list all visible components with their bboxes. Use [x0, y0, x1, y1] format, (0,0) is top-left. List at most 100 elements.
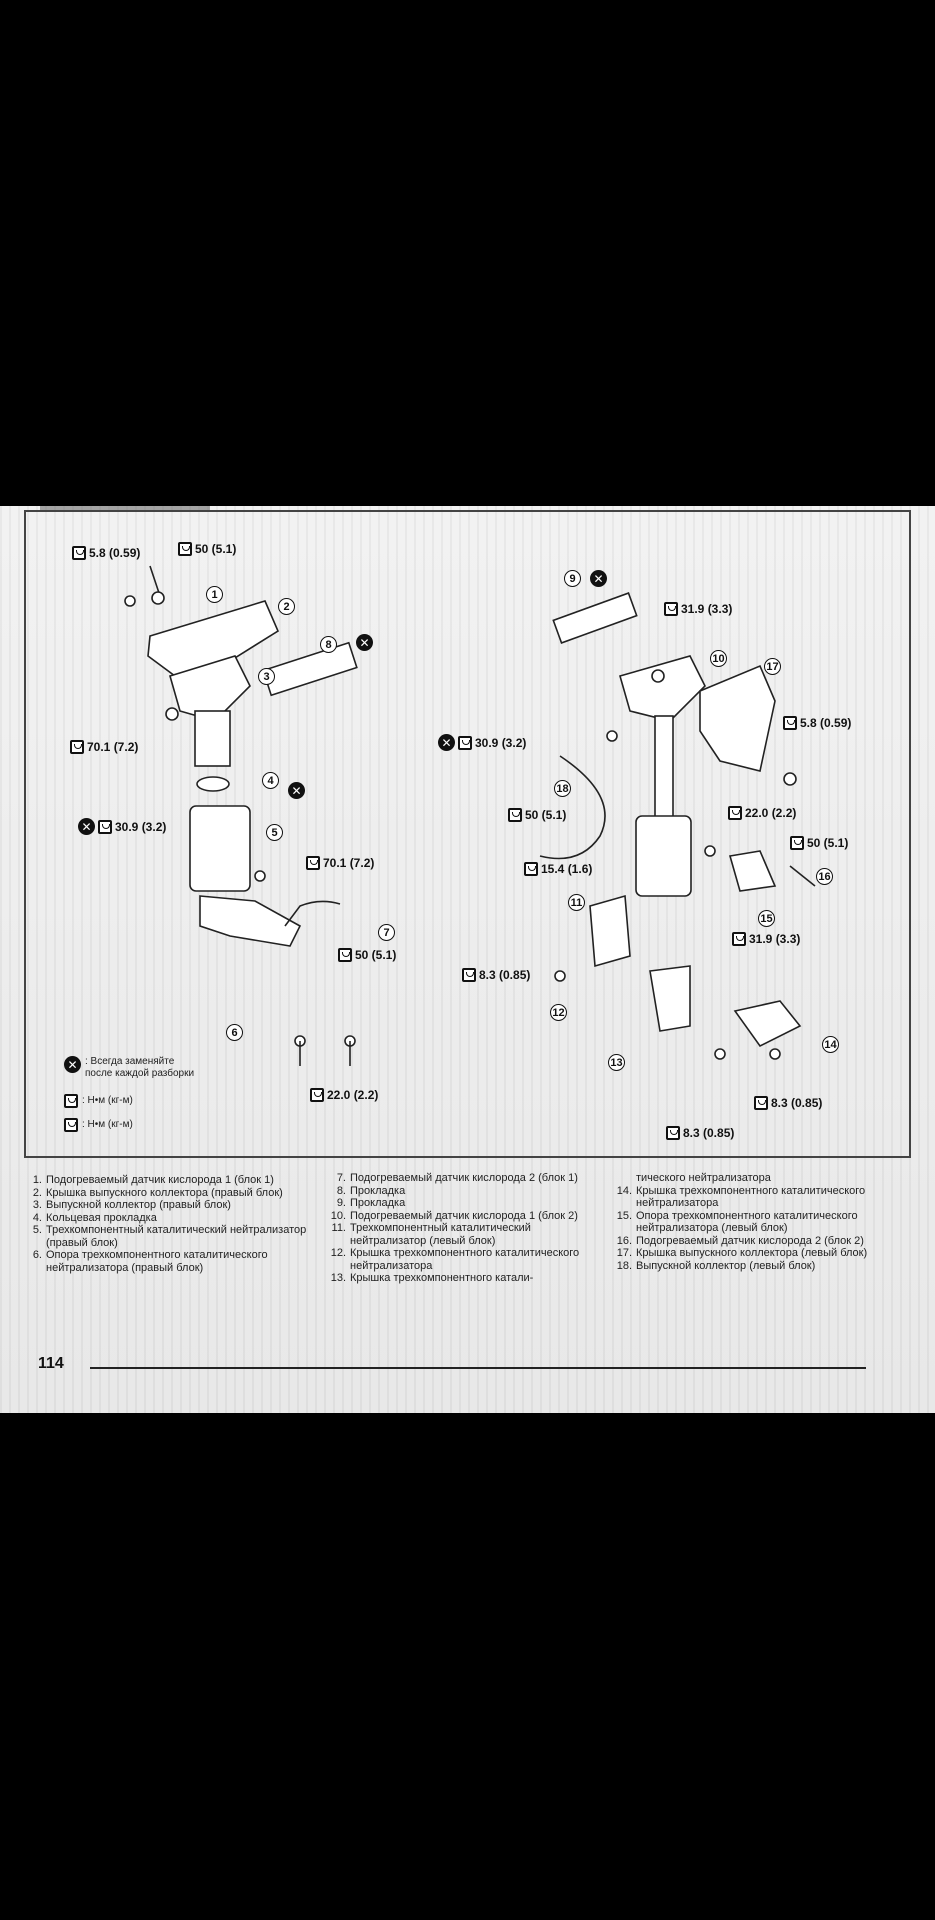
caption-number: 18.	[616, 1259, 632, 1272]
callout-6: 6	[226, 1024, 243, 1041]
caption-item: 1. Подогреваемый датчик кислорода 1 (блок…	[18, 1174, 318, 1187]
callout-14: 14	[822, 1036, 839, 1053]
replace-icon: ✕	[288, 782, 305, 799]
support-15	[728, 850, 777, 892]
torque-icon	[70, 740, 84, 754]
caption-item: 14. Крышка трехкомпонентного каталитическ…	[608, 1185, 878, 1210]
caption-text: Прокладка	[350, 1197, 406, 1209]
torque-label: 22.0 (2.2)	[310, 1088, 378, 1102]
callout-4: 4	[262, 772, 279, 789]
callout-17: 17	[764, 658, 781, 675]
ring-gasket	[196, 776, 230, 792]
torque-icon	[524, 862, 538, 876]
caption-number: 11.	[331, 1222, 346, 1234]
caption-item: 6. Опора трехкомпонентного каталитическог…	[18, 1249, 318, 1274]
caption-text: Подогреваемый датчик кислорода 2 (блок 2…	[636, 1234, 864, 1247]
caption-text: Выпускной коллектор (левый блок)	[636, 1259, 816, 1272]
replace-icon: ✕	[590, 570, 607, 587]
down-pipe-left	[654, 715, 674, 827]
caption-text: Трехкомпонентный каталитический нейтрали…	[46, 1224, 307, 1249]
caption-number	[608, 1172, 636, 1185]
cropped-header-text	[40, 506, 210, 512]
torque-icon	[64, 1094, 78, 1108]
caption-item: 16. Подогреваемый датчик кислорода 2 (бло…	[608, 1235, 878, 1248]
legend-replace: ✕ : Всегда заменяйте после каждой разбор…	[64, 1056, 194, 1080]
caption-number: 14.	[616, 1184, 632, 1197]
caption-text: Подогреваемый датчик кислорода 2 (блок 1…	[350, 1172, 578, 1184]
o2-sensor-2-bank2	[789, 865, 816, 887]
cover-12	[589, 894, 631, 968]
gasket-right	[262, 641, 358, 697]
exhaust-manifold-left	[619, 655, 706, 722]
callout-8: 8	[320, 636, 337, 653]
caption-column-1: 1. Подогреваемый датчик кислорода 1 (блок…	[18, 1174, 318, 1274]
page-number: 114	[38, 1355, 64, 1372]
cat-support-right	[199, 895, 302, 947]
caption-text: Кольцевая прокладка	[46, 1211, 157, 1224]
caption-text: Крышка выпускного коллектора (правый бло…	[46, 1186, 283, 1199]
torque-icon	[732, 932, 746, 946]
torque-label: ✕30.9 (3.2)	[438, 734, 526, 751]
callout-2: 2	[278, 598, 295, 615]
torque-label: 8.3 (0.85)	[462, 968, 530, 982]
caption-item: 15.Опора трехкомпонентного каталитическо…	[608, 1210, 878, 1235]
torque-label: 8.3 (0.85)	[754, 1096, 822, 1110]
caption-number: 9.	[336, 1197, 346, 1209]
replace-icon: ✕	[78, 818, 95, 835]
caption-text: Крышка трехкомпонентного каталитического…	[350, 1247, 580, 1272]
torque-label: 50 (5.1)	[790, 836, 848, 850]
torque-label: 5.8 (0.59)	[783, 716, 851, 730]
torque-label: 70.1 (7.2)	[70, 740, 138, 754]
callout-15: 15	[758, 910, 775, 927]
torque-icon	[72, 546, 86, 560]
catalyst-left	[635, 815, 692, 897]
caption-text: Крышка трехкомпонентного каталитического…	[636, 1184, 866, 1210]
caption-item: 9. Прокладка	[322, 1197, 608, 1210]
document-photo: 5.8 (0.59) 50 (5.1) 70.1 (7.2) ✕30.9 (3.…	[0, 506, 935, 1413]
cover-14	[733, 1000, 802, 1048]
caption-number: 16.	[616, 1234, 632, 1247]
callout-13: 13	[608, 1054, 625, 1071]
torque-icon	[458, 735, 472, 750]
catalyst-right	[189, 805, 251, 892]
footer-rule	[90, 1367, 866, 1369]
o2-sensor-1-bank2	[539, 755, 606, 860]
caption-text: Выпускной коллектор (правый блок)	[46, 1199, 231, 1211]
callout-1: 1	[206, 586, 223, 603]
caption-text: Подогреваемый датчик кислорода 1 (блок 2…	[350, 1209, 578, 1222]
torque-icon	[790, 836, 804, 850]
torque-label: 8.3 (0.85)	[666, 1126, 734, 1140]
callout-5: 5	[266, 824, 283, 841]
replace-icon: ✕	[356, 634, 373, 651]
caption-text: Крышка трехкомпонентного катали-	[350, 1272, 534, 1284]
torque-icon	[754, 1096, 768, 1110]
gasket-left	[552, 592, 638, 644]
torque-icon	[306, 856, 320, 870]
callout-7: 7	[378, 924, 395, 941]
caption-text: Подогреваемый датчик кислорода 1 (блок 1…	[46, 1174, 274, 1186]
caption-item: 3. Выпускной коллектор (правый блок)	[18, 1199, 318, 1212]
caption-number: 7.	[336, 1172, 346, 1184]
caption-number: 15.	[616, 1209, 632, 1222]
torque-icon	[664, 602, 678, 616]
caption-number: 17.	[616, 1247, 632, 1259]
caption-item: 5.Трехкомпонентный каталитический нейтра…	[18, 1224, 318, 1249]
caption-number: 6.	[32, 1249, 42, 1261]
torque-label: 22.0 (2.2)	[728, 806, 796, 820]
o2-sensor-2-bank1	[284, 900, 341, 927]
caption-number: 1.	[32, 1174, 42, 1186]
caption-number: 3.	[32, 1199, 42, 1211]
torque-label: 31.9 (3.3)	[732, 932, 800, 946]
callout-12: 12	[550, 1004, 567, 1021]
caption-text: Опора трехкомпонентного каталитического …	[46, 1249, 268, 1274]
exhaust-manifold-right	[169, 655, 251, 722]
torque-label: ✕30.9 (3.2)	[78, 818, 166, 835]
caption-item: 11.Трехкомпонентный каталитический нейтр…	[322, 1222, 608, 1247]
diagram-frame	[24, 510, 911, 1158]
torque-icon	[64, 1118, 78, 1132]
torque-label: 50 (5.1)	[178, 542, 236, 556]
caption-number: 4.	[32, 1211, 42, 1224]
torque-icon	[783, 716, 797, 730]
torque-icon	[310, 1088, 324, 1102]
